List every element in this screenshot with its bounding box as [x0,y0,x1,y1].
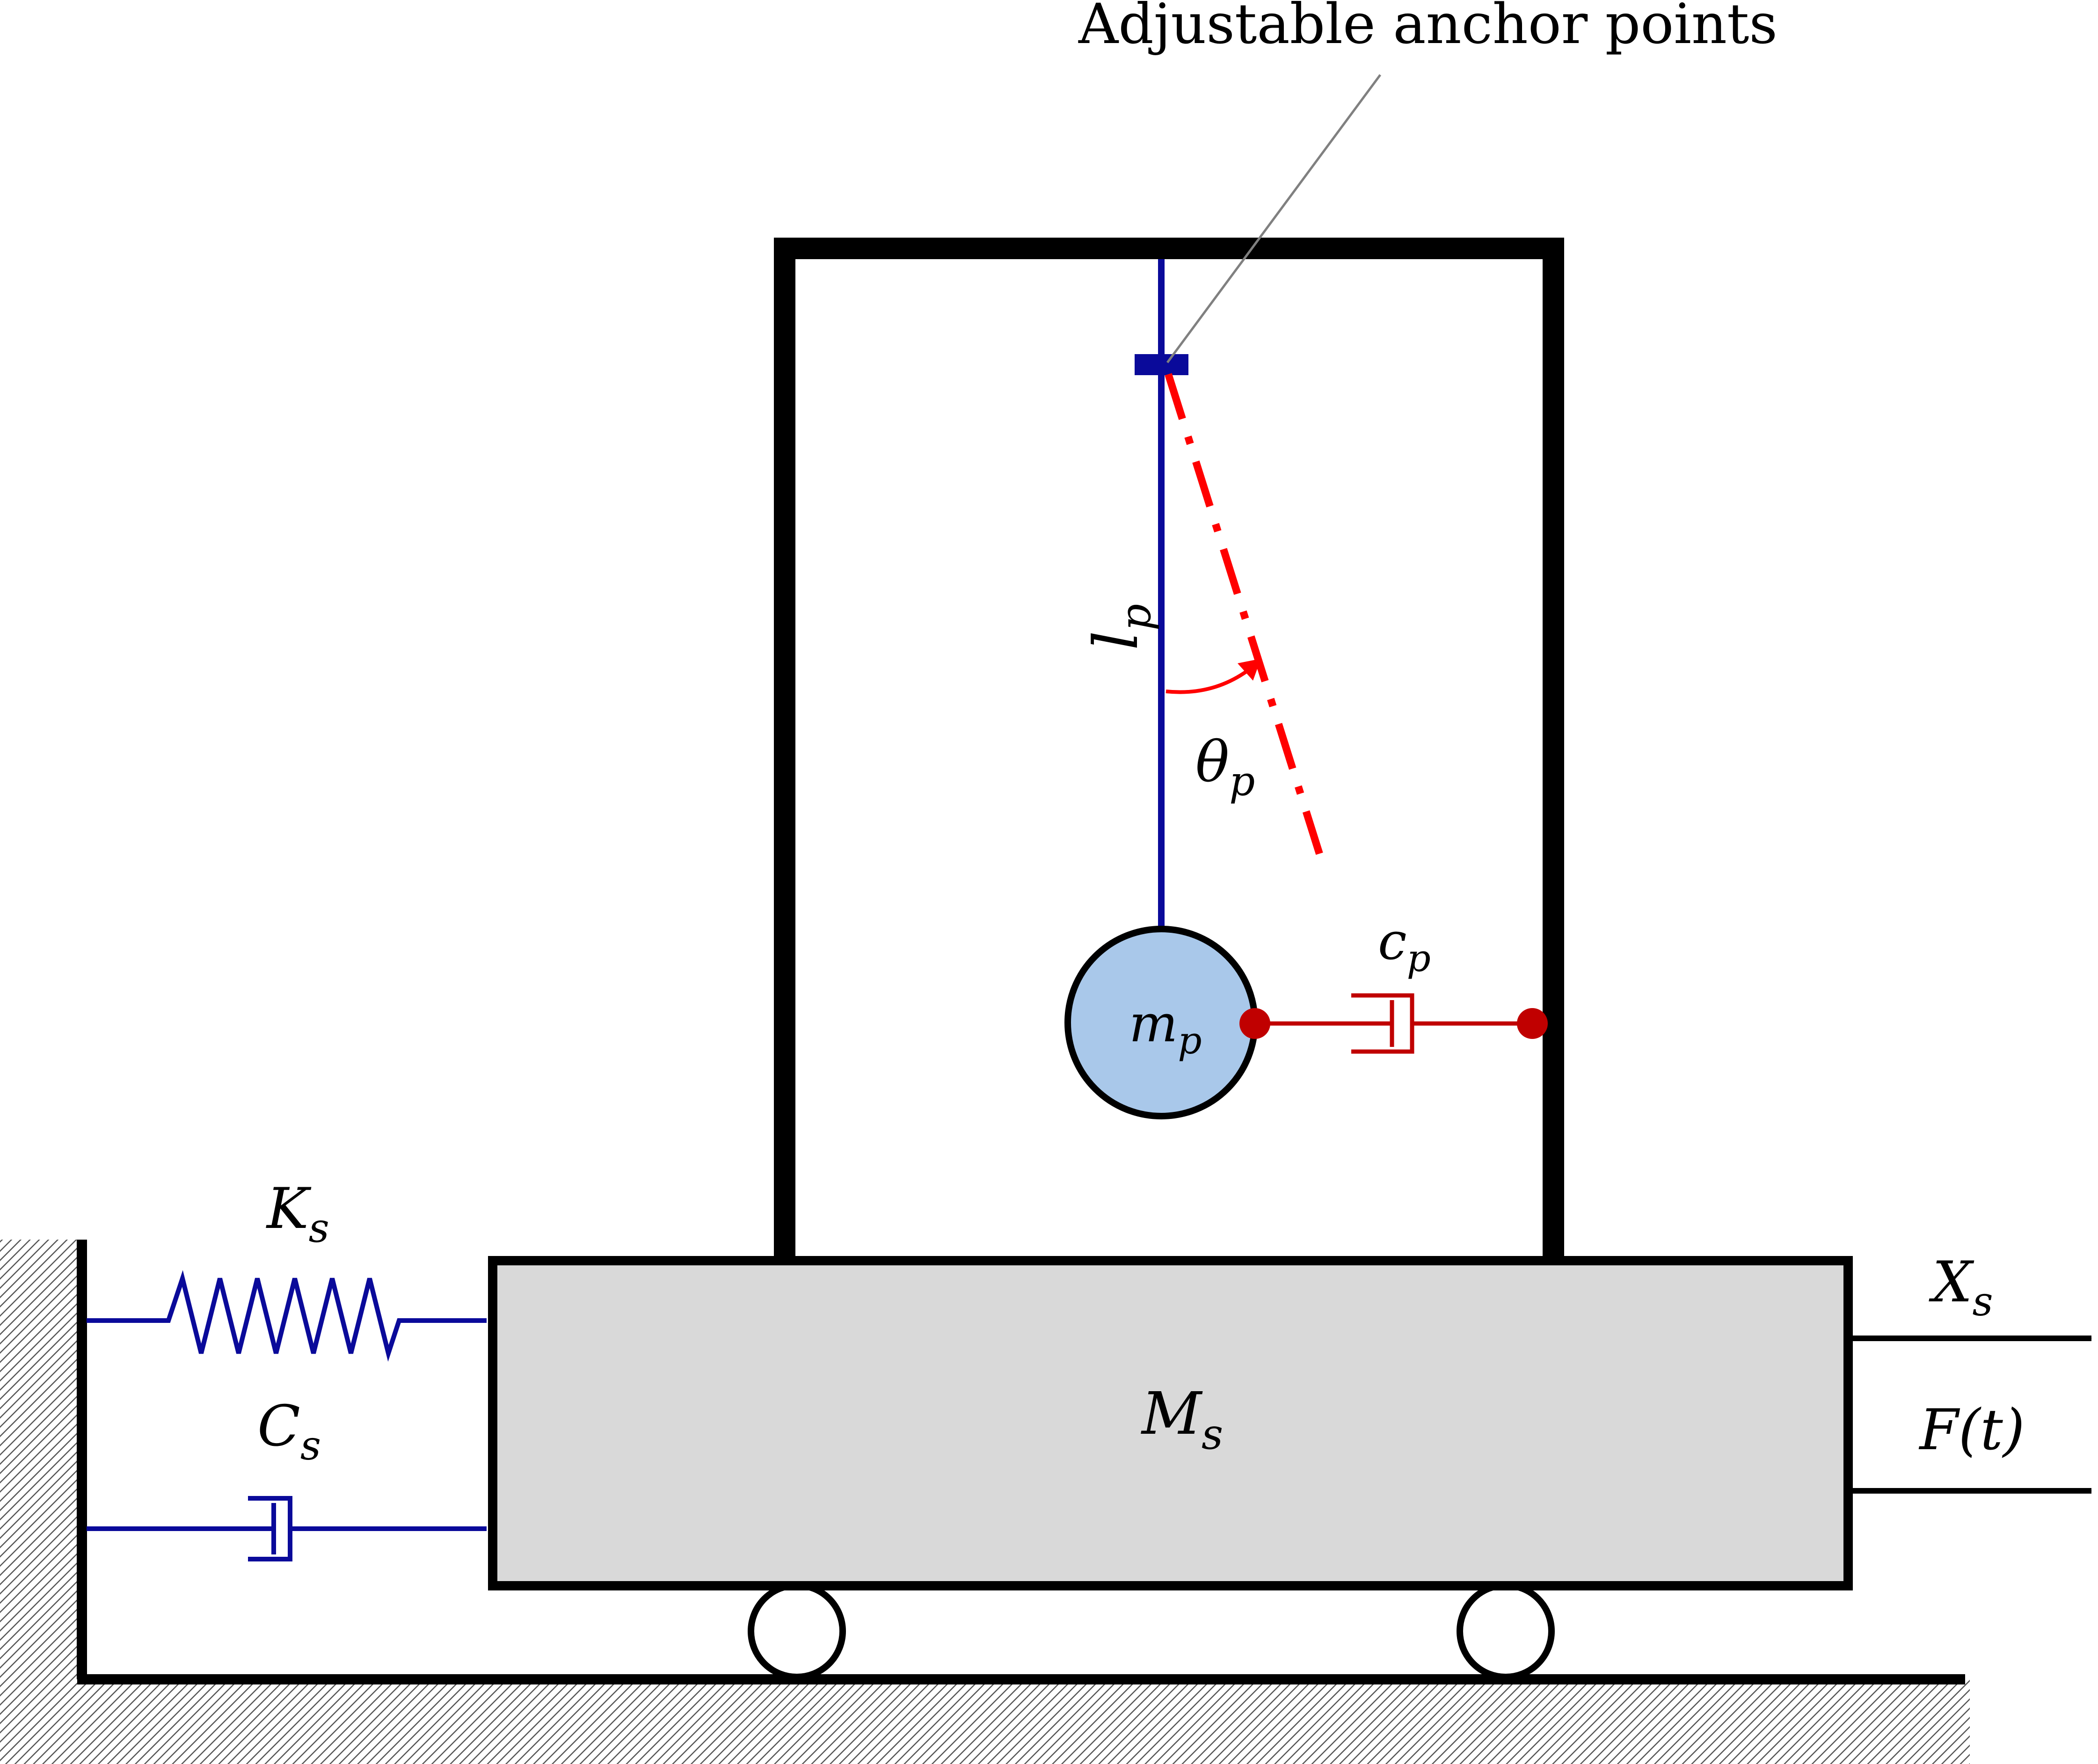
ground-hatch [82,1679,1970,1764]
angle-arc [1166,669,1249,694]
wall-hatch [0,1240,82,1764]
spring [87,1270,487,1362]
anchor-point-marker [1135,354,1188,375]
pendulum-damper-label: cp [1378,911,1431,980]
damper-joint-bob [1239,1008,1270,1039]
swing-line [1165,373,1323,855]
anchor-leader-line [1166,74,1382,363]
angle-arrowhead [1238,659,1261,681]
pendulum-mass-label: mp [1129,994,1202,1062]
main-mass-block [488,1256,1853,1590]
anchor-annotation-label: Adjustable anchor points [1078,0,1777,56]
pendulum-angle-label: θp [1195,730,1255,805]
wheel-left [748,1582,846,1680]
damper-label: Cs [257,1394,321,1469]
displacement-label: Xs [1929,1250,1993,1325]
pendulum-damper [1255,993,1531,1054]
damper-joint-frame [1517,1008,1548,1039]
pendulum-length-label: lp [1080,604,1160,650]
spring-label: Ks [266,1176,329,1252]
damper [87,1496,487,1561]
main-mass-label: Ms [1141,1380,1223,1459]
pendulum-frame [774,238,1564,1259]
force-label: F(t) [1918,1398,2025,1463]
wheel-right [1457,1582,1555,1680]
